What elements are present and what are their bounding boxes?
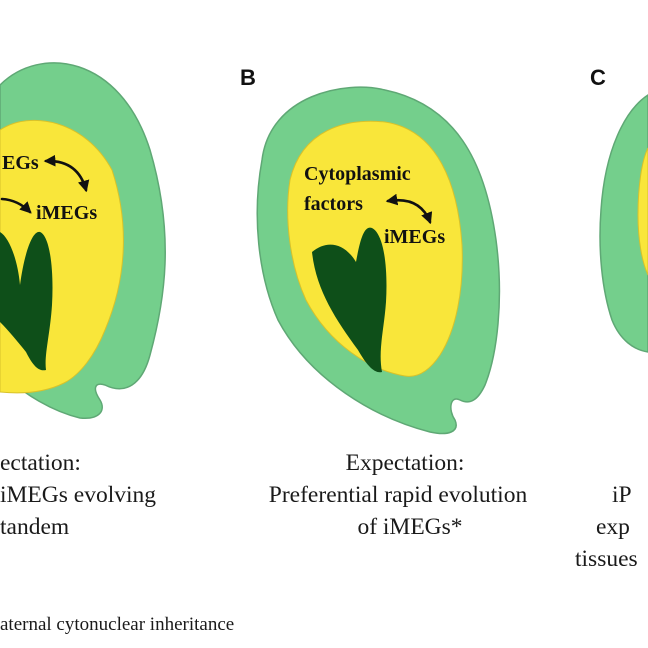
panel-c-caption-line-1: iP	[612, 482, 632, 508]
panel-b-caption-line-1: Expectation:	[346, 450, 465, 476]
panel-c-endosperm	[637, 147, 648, 276]
footnote-text: aternal cytonuclear inheritance	[0, 614, 234, 635]
panel-a-caption-line-2: iMEGs evolving	[0, 482, 156, 508]
panel-b-caption-line-2: Preferential rapid evolution	[269, 482, 528, 508]
panel-b-caption-line-3: of iMEGs*	[357, 514, 462, 540]
panel-c: C iP exp tissues	[575, 65, 648, 572]
panel-c-letter: C	[590, 65, 606, 90]
panel-c-seed-coat	[599, 94, 648, 353]
panel-a-caption-line-3: tandem	[0, 514, 69, 540]
panel-a-label-egs: EGs	[2, 152, 39, 174]
panel-a-arrow-top	[43, 154, 90, 193]
panel-c-caption-line-3: tissues	[575, 546, 638, 572]
panel-a-embryo	[0, 231, 53, 371]
panel-b-label-imegs: iMEGs	[384, 226, 445, 248]
panel-a-label-imegs: iMEGs	[36, 202, 97, 224]
panel-a: EGs iMEGs ectation: iMEGs evolving tande…	[0, 62, 166, 540]
panel-b-arrow	[385, 193, 433, 225]
panel-c-caption-line-2: exp	[596, 514, 630, 540]
panel-a-arrow-left	[0, 197, 32, 214]
panel-b-label-cytoplasmic: Cytoplasmic	[304, 163, 411, 185]
panel-a-caption-line-1: ectation:	[0, 450, 81, 476]
panel-b-label-factors: factors	[304, 193, 363, 215]
panel-b: B Cytoplasmic factors iMEGs Expectation:…	[240, 65, 527, 540]
panel-b-letter: B	[240, 65, 256, 90]
panel-b-embryo	[312, 227, 387, 373]
